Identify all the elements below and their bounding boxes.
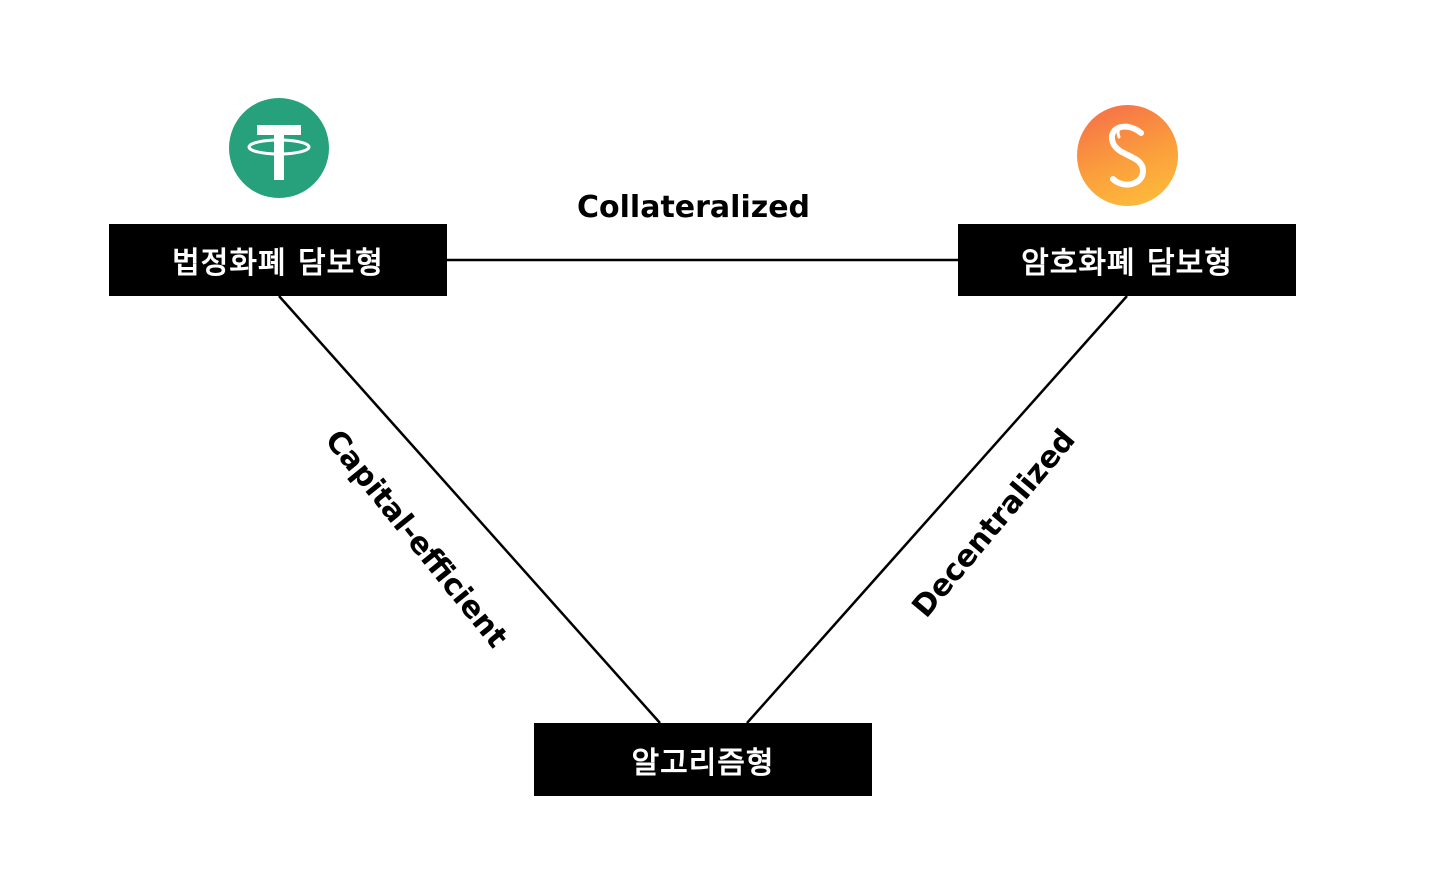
node-fiat-collateralized: 법정화폐 담보형	[109, 224, 447, 296]
node-crypto-label: 암호화폐 담보형	[1021, 246, 1233, 281]
edge-line-right	[746, 295, 1128, 724]
edge-line-left	[278, 295, 661, 724]
edge-label-collateralized: Collateralized	[577, 190, 811, 225]
tether-logo-icon	[229, 98, 329, 198]
node-fiat-label: 법정화폐 담보형	[172, 246, 384, 281]
sushiswap-logo-icon	[1077, 105, 1178, 206]
node-algorithmic-label: 알고리즘형	[631, 745, 775, 781]
node-crypto-collateralized: 암호화폐 담보형	[958, 224, 1296, 296]
node-algorithmic: 알고리즘형	[534, 723, 872, 796]
